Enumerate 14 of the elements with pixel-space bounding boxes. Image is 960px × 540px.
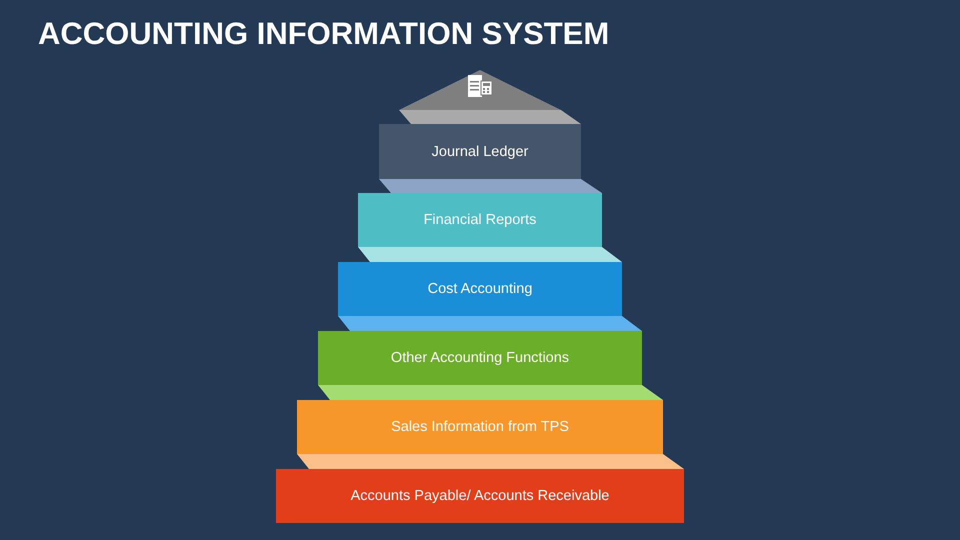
pyramid-level (297, 400, 663, 454)
slide-title: ACCOUNTING INFORMATION SYSTEM (38, 16, 610, 52)
pyramid-level (276, 469, 684, 523)
level-label: Financial Reports (424, 212, 536, 228)
pyramid-level (358, 193, 602, 247)
pyramid-level (379, 124, 581, 179)
pyramid-top (399, 70, 561, 110)
pyramid-level (338, 262, 622, 316)
level-label: Accounts Payable/ Accounts Receivable (350, 488, 610, 504)
level-label: Other Accounting Functions (390, 350, 570, 366)
level-label: Journal Ledger (432, 144, 528, 160)
level-label: Cost Accounting (428, 281, 532, 297)
pyramid-level (318, 331, 642, 385)
level-label: Sales Information from TPS (391, 419, 569, 435)
